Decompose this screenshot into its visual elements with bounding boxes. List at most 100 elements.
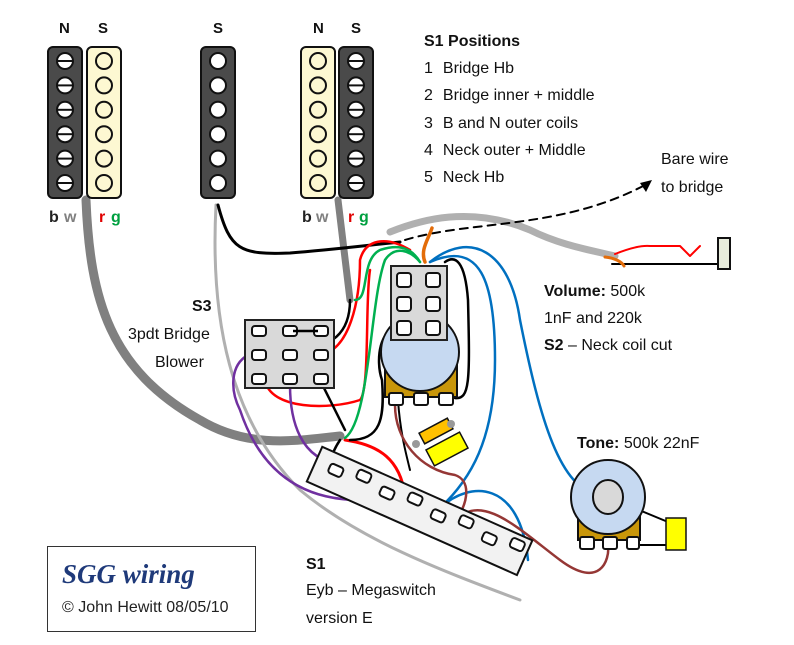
treble-bleed: [412, 417, 470, 467]
pole-piece: [95, 149, 113, 168]
neck-humbucker: [47, 46, 122, 199]
pole-piece: [95, 174, 113, 192]
pole-piece: [209, 174, 227, 192]
s1-lug: [508, 537, 526, 553]
bridge-wire-r: r: [348, 209, 355, 226]
volume-value: 500k: [610, 283, 646, 300]
s1-positions-heading: S1 Positions: [424, 33, 521, 50]
s1-megaswitch[interactable]: [305, 445, 534, 577]
tone-lug-3: [626, 536, 640, 550]
black-wire-s1-lug: [397, 399, 411, 471]
volume-line-2: 1nF and 220k: [544, 310, 642, 327]
tone-value: 500k 22nF: [623, 435, 700, 452]
s2-text: – Neck coil cut: [568, 337, 673, 354]
volume-label: Volume:: [544, 283, 606, 300]
s3-line-2: Blower: [155, 354, 204, 371]
s1-position-number: 2: [424, 87, 433, 105]
tone-label: Tone:: [577, 435, 620, 452]
s3-lug: [282, 373, 298, 385]
volume-line-1: Volume: 500k: [544, 284, 645, 300]
s3-lug: [282, 349, 298, 361]
bridge-south-label: S: [351, 20, 362, 37]
pole-piece: [309, 76, 327, 95]
orange-wire: [421, 226, 434, 264]
neck-north-label: N: [59, 20, 70, 37]
s2-lug: [396, 296, 412, 312]
s2-lug: [425, 272, 441, 288]
s2-line: S2 – Neck coil cut: [544, 338, 672, 354]
s1-position-text: B and N outer coils: [442, 114, 579, 132]
s1-line-1: Eyb – Megaswitch: [306, 582, 436, 599]
tone-spec: Tone: 500k 22nF: [577, 436, 699, 452]
s1-position-text: Bridge inner + middle: [442, 87, 595, 105]
brown-wire-1: [393, 403, 468, 524]
bridge-pickup-cable: [334, 196, 354, 304]
neck-south-label: S: [98, 20, 109, 37]
bridge-wire-w: w: [316, 209, 329, 226]
s1-position-number: 4: [424, 141, 433, 159]
bridge-wire-b: b: [302, 209, 312, 226]
pole-piece: [309, 52, 327, 70]
s1-name: S1: [306, 556, 326, 573]
bridge-north-label: N: [313, 20, 324, 37]
middle-south-label: S: [213, 20, 224, 37]
s1-lug: [378, 485, 396, 501]
pole-piece: [95, 100, 113, 119]
pole-piece: [309, 174, 327, 192]
bridge-wire-g: g: [359, 209, 369, 226]
treble-bleed-resistor: [424, 431, 470, 467]
black-wire-vol-lug: [443, 258, 471, 400]
s1-line-2: version E: [306, 610, 373, 627]
pole-piece: [209, 52, 227, 70]
bridge-humbucker: [300, 46, 374, 199]
s1-position-text: Neck Hb: [442, 169, 505, 187]
s1-lug: [355, 468, 373, 484]
s2-label: S2: [544, 337, 564, 354]
output-cable: [386, 212, 619, 260]
bare-wire-dashed: [404, 184, 646, 241]
neck-pickup-cable: [81, 195, 345, 446]
s3-switch[interactable]: [244, 319, 335, 389]
s3-name: S3: [192, 298, 212, 315]
middle-pickup-white-wire: [213, 203, 522, 602]
s2-lug: [425, 296, 441, 312]
s1-position-number: 3: [424, 114, 433, 132]
pole-piece: [95, 52, 113, 70]
s3-lug: [251, 325, 267, 337]
neck-wire-r: r: [99, 209, 106, 226]
pole-piece: [95, 125, 113, 144]
s1-lug: [429, 508, 447, 524]
volume-lug-1: [388, 392, 404, 406]
bare-wire-label-1: Bare wire: [661, 151, 729, 168]
title-box: SGG wiring © John Hewitt 08/05/10: [47, 546, 256, 632]
s3-lug: [313, 349, 329, 361]
pole-piece: [309, 149, 327, 168]
s2-lug: [396, 320, 412, 336]
red-wire-s3-bottom: [263, 268, 372, 408]
treble-bleed-solder-2: [447, 420, 455, 428]
s1-position-number: 1: [424, 60, 433, 77]
tone-capacitor: [665, 517, 687, 551]
s1-position-number: 5: [424, 169, 433, 187]
pole-piece: [309, 100, 327, 119]
s1-position-item: 2 Bridge inner + middle: [424, 88, 595, 104]
treble-bleed-solder-1: [412, 440, 420, 448]
s1-lug: [327, 462, 345, 478]
red-wire-s3: [318, 240, 412, 357]
tone-pot[interactable]: [570, 459, 687, 551]
output-jack[interactable]: [717, 237, 731, 270]
pole-piece: [209, 76, 227, 95]
tone-pot-shaft: [592, 479, 624, 515]
s1-position-item: 3 B and N outer coils: [424, 114, 579, 132]
s1-lug: [457, 514, 475, 530]
s1-lug: [406, 491, 424, 507]
s1-position-text: Bridge Hb: [442, 60, 515, 77]
bare-wire-label-2: to bridge: [661, 179, 724, 196]
neck-wire-w: w: [64, 209, 77, 226]
green-wire-2: [343, 249, 422, 440]
neck-wire-b: b: [49, 209, 59, 226]
s2-lug: [396, 272, 412, 288]
volume-pot[interactable]: [380, 265, 460, 406]
volume-lug-2: [413, 392, 429, 406]
